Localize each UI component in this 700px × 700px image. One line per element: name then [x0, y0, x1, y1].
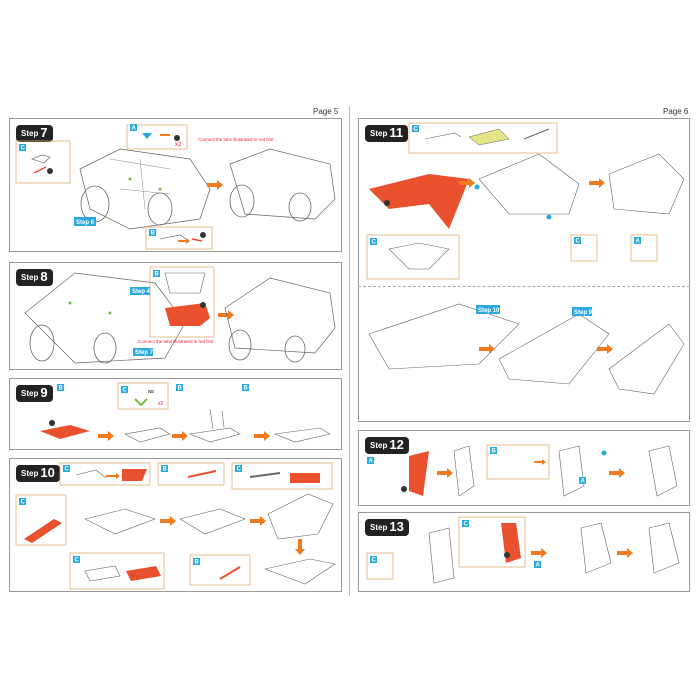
page-number-left: Page 5	[313, 107, 338, 116]
step-8-illustration: B Step 4 Connect the tabs illustrated in…	[10, 263, 343, 371]
svg-text:C: C	[65, 467, 70, 473]
step-13-illustration: C C A	[359, 513, 691, 593]
svg-text:A: A	[581, 479, 586, 485]
step-8-ref: Step 7	[135, 350, 154, 356]
svg-text:B: B	[151, 231, 156, 237]
svg-text:C: C	[372, 558, 377, 564]
svg-text:A: A	[132, 126, 137, 132]
svg-text:B: B	[492, 449, 497, 455]
svg-text:x2: x2	[158, 401, 164, 407]
step-11-dashed-divider	[358, 286, 690, 287]
step-11-illustration: C C C A Step 10 Step 9	[359, 119, 691, 423]
svg-text:B: B	[163, 467, 168, 473]
step-7-annotation: Connect the tabs illustrated in red firs…	[198, 137, 274, 142]
svg-text:B: B	[59, 386, 64, 392]
svg-text:C: C	[237, 467, 242, 473]
page-divider	[349, 106, 350, 596]
svg-text:C: C	[75, 558, 80, 564]
svg-text:A: A	[536, 563, 541, 569]
step-8-ref-top: Step 4	[132, 289, 151, 295]
svg-text:x2: x2	[175, 142, 182, 148]
svg-text:B: B	[178, 386, 183, 392]
page-number-right: Page 6	[663, 107, 688, 116]
step-12-illustration: A B A	[359, 431, 691, 507]
svg-text:C: C	[21, 146, 26, 152]
svg-text:C: C	[21, 500, 26, 506]
svg-text:A: A	[369, 459, 374, 465]
svg-text:B: B	[244, 386, 249, 392]
svg-text:C: C	[464, 522, 469, 528]
step-8-annotation: Connect the tabs illustrated in red firs…	[138, 339, 214, 344]
svg-text:NE: NE	[148, 389, 154, 394]
svg-text:A: A	[636, 239, 641, 245]
step-7-ref: Step 6	[76, 220, 95, 226]
step-7-illustration: C A x2 Connect the tabs illustrated in r…	[10, 119, 343, 253]
step-10-illustration: C B C C C B	[10, 459, 343, 593]
step-11-ref: Step 10	[478, 308, 500, 314]
svg-text:B: B	[155, 272, 160, 278]
step-9-illustration: B C NE x2 B B	[10, 379, 343, 451]
step-11-ref-2: Step 9	[574, 310, 593, 316]
svg-text:C: C	[414, 127, 419, 133]
svg-text:C: C	[576, 239, 581, 245]
svg-text:C: C	[123, 388, 128, 394]
svg-text:C: C	[372, 240, 377, 246]
svg-text:B: B	[195, 560, 200, 566]
